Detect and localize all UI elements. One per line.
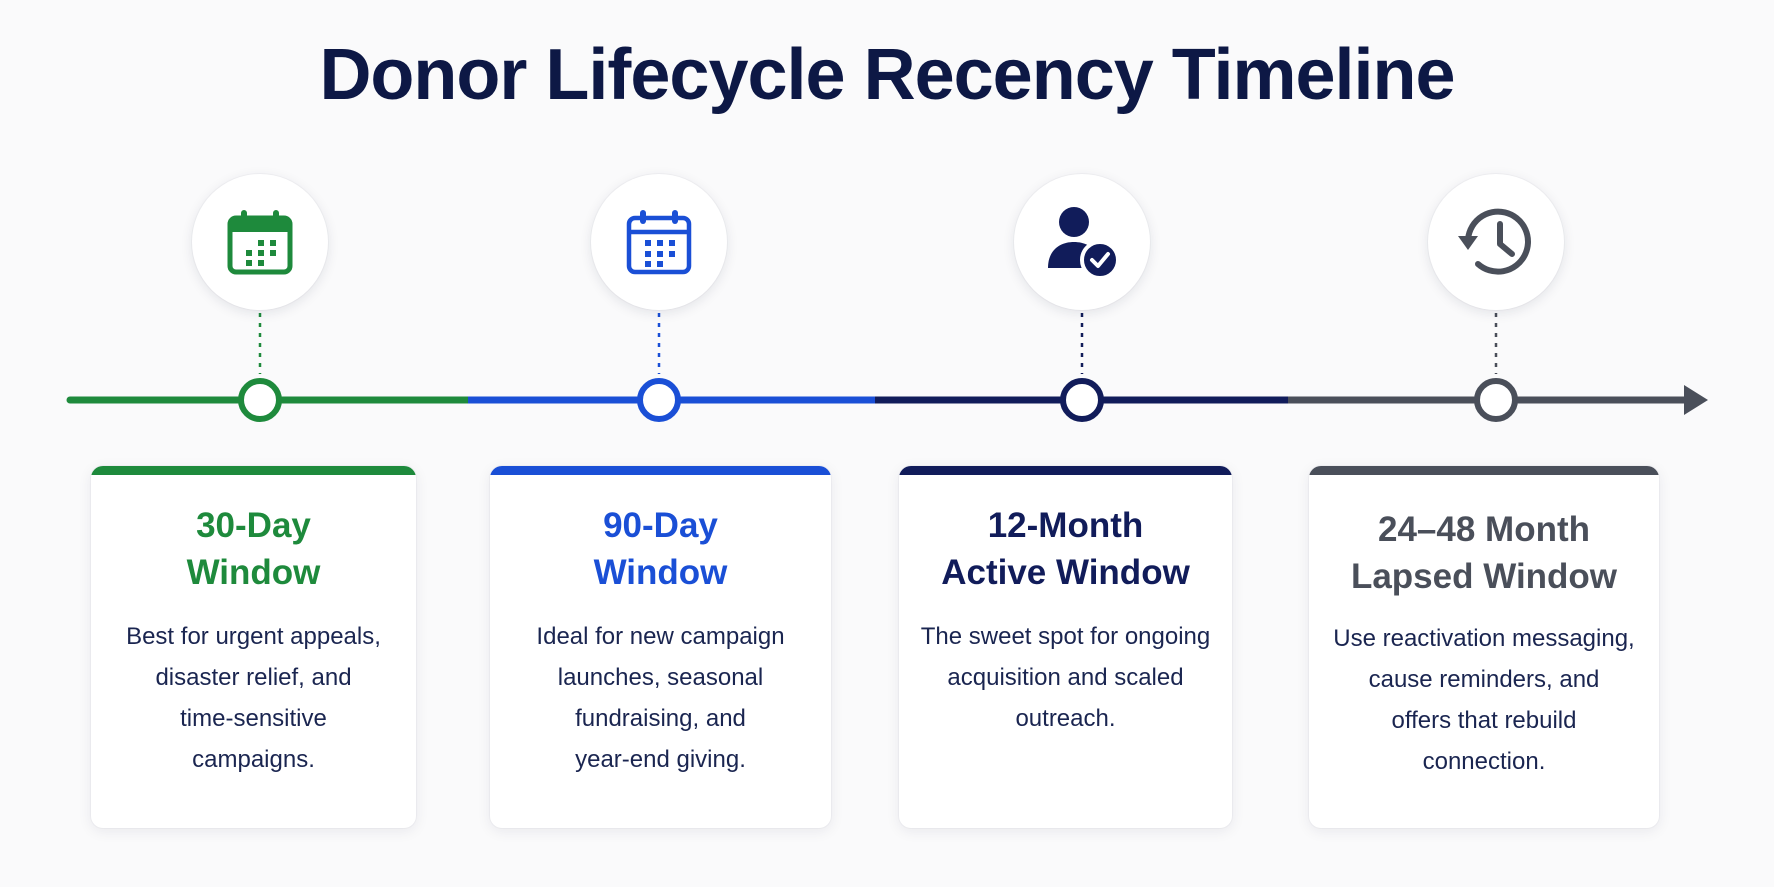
card-accent-bar [490,466,831,475]
marker-30-day [238,378,282,422]
stage-1-icon-badge [192,174,328,310]
timeline-arrowhead [1684,385,1708,415]
history-icon [1458,208,1531,275]
stage-4-icon-badge [1428,174,1564,310]
card-title: 90-Day Window [593,506,728,592]
card-description: Ideal for new campaign launches, seasona… [536,623,785,773]
card-description: Best for urgent appeals, disaster relief… [126,623,381,773]
calendar-icon [626,210,692,275]
stage-card-30-day: 30-Day Window Best for urgent appeals, d… [91,466,416,828]
marker-12-month [1060,378,1104,422]
calendar-icon [227,210,293,275]
marker-lapsed [1474,378,1518,422]
verified-user-icon [1048,207,1120,280]
card-title: 30-Day Window [186,506,321,592]
stage-card-90-day: 90-Day Window Ideal for new campaign lau… [490,466,831,828]
card-description: The sweet spot for ongoing acquisition a… [920,623,1211,732]
page-title: Donor Lifecycle Recency Timeline [319,35,1455,115]
card-accent-bar [899,466,1232,475]
card-title: 24–48 Month Lapsed Window [1350,510,1618,596]
card-title: 12-Month Active Window [941,506,1190,592]
marker-90-day [637,378,681,422]
stage-card-12-month: 12-Month Active Window The sweet spot fo… [899,466,1232,828]
card-accent-bar [91,466,416,475]
card-accent-bar [1309,466,1659,475]
card-description: Use reactivation messaging, cause remind… [1333,625,1635,775]
stage-card-lapsed: 24–48 Month Lapsed Window Use reactivati… [1309,466,1659,828]
stage-3-icon-badge [1014,174,1150,310]
stage-2-icon-badge [591,174,727,310]
